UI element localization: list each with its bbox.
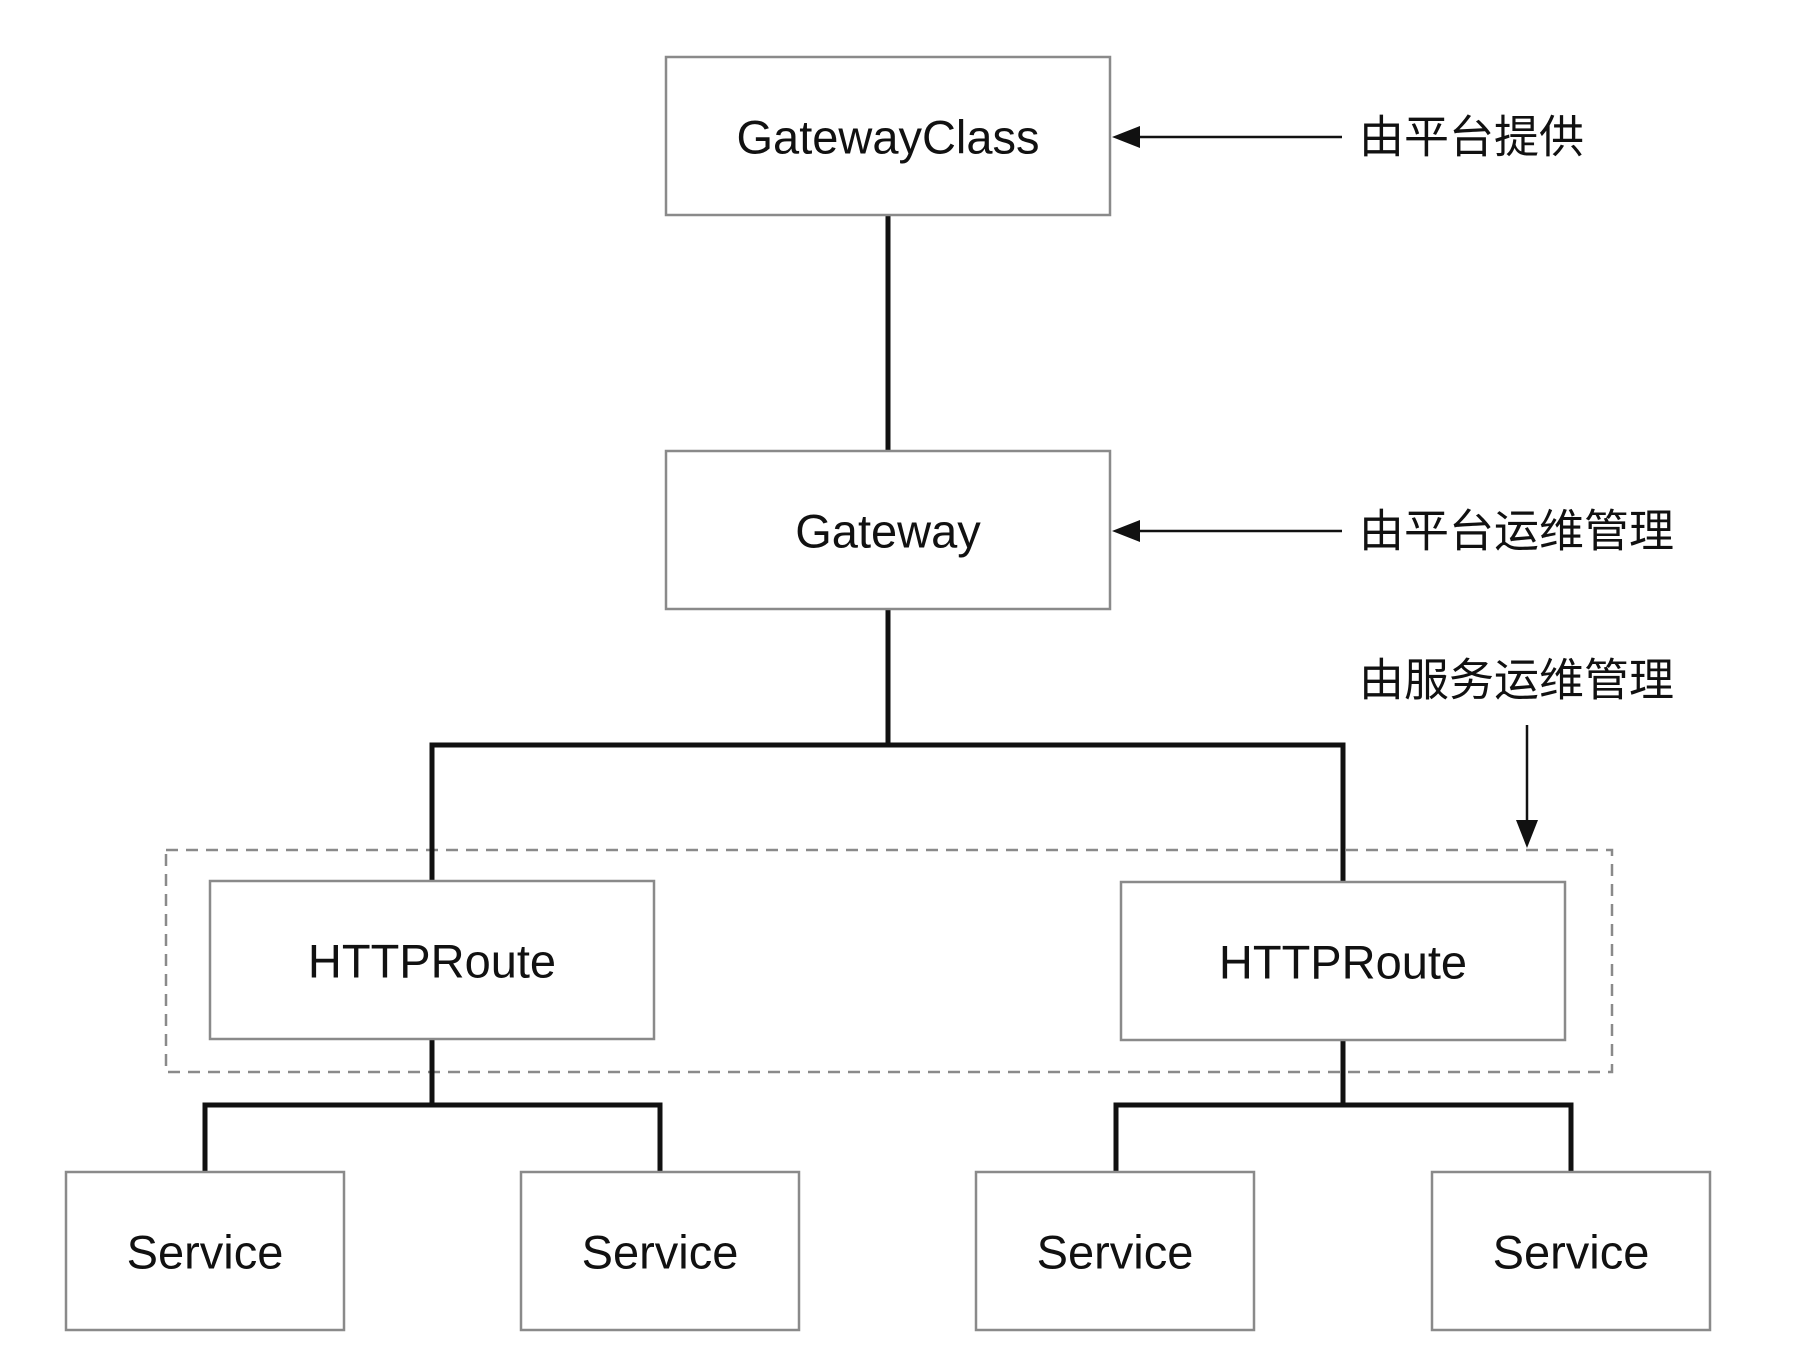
service-1-box	[64, 1170, 346, 1332]
annotation-gatewayclass-text: 由平台提供	[1359, 111, 1584, 164]
httproute-left-label: HTTPRoute	[308, 935, 556, 988]
httproute-node-left: HTTPRoute	[208, 879, 656, 1041]
service-4-box	[1430, 1170, 1712, 1332]
connectors	[202, 213, 1574, 1174]
gateway-box	[664, 449, 1112, 611]
service-node-4: Service	[1430, 1170, 1712, 1332]
service-2-box	[519, 1170, 801, 1332]
httproute-right-box	[1119, 880, 1567, 1042]
service-node-1: Service	[64, 1170, 346, 1332]
service-node-2: Service	[519, 1170, 801, 1332]
service-node-3: Service	[974, 1170, 1256, 1332]
gatewayclass-label: GatewayClass	[737, 111, 1040, 164]
annotation-gatewayclass: 由平台提供	[1112, 111, 1584, 164]
arrowhead-down-icon	[1516, 820, 1538, 848]
httproute-group-frame	[164, 848, 1614, 1074]
annotation-gateway: 由平台运维管理	[1112, 505, 1674, 558]
gateway-label: Gateway	[795, 505, 981, 558]
arrowhead-left-icon	[1112, 520, 1140, 542]
service-2-label: Service	[582, 1226, 739, 1279]
service-3-box	[974, 1170, 1256, 1332]
httproute-node-right: HTTPRoute	[1119, 880, 1567, 1042]
gatewayclass-box	[664, 55, 1112, 217]
service-4-label: Service	[1493, 1226, 1650, 1279]
arrowhead-left-icon	[1112, 126, 1140, 148]
gatewayclass-node: GatewayClass	[664, 55, 1112, 217]
annotation-httproutes-text: 由服务运维管理	[1359, 654, 1674, 707]
annotation-gateway-text: 由平台运维管理	[1359, 505, 1674, 558]
httproute-left-box	[208, 879, 656, 1041]
httproute-right-label: HTTPRoute	[1219, 936, 1467, 989]
annotation-httproutes: 由服务运维管理	[1359, 654, 1674, 848]
gateway-node: Gateway	[664, 449, 1112, 611]
service-3-label: Service	[1037, 1226, 1194, 1279]
service-1-label: Service	[127, 1226, 284, 1279]
